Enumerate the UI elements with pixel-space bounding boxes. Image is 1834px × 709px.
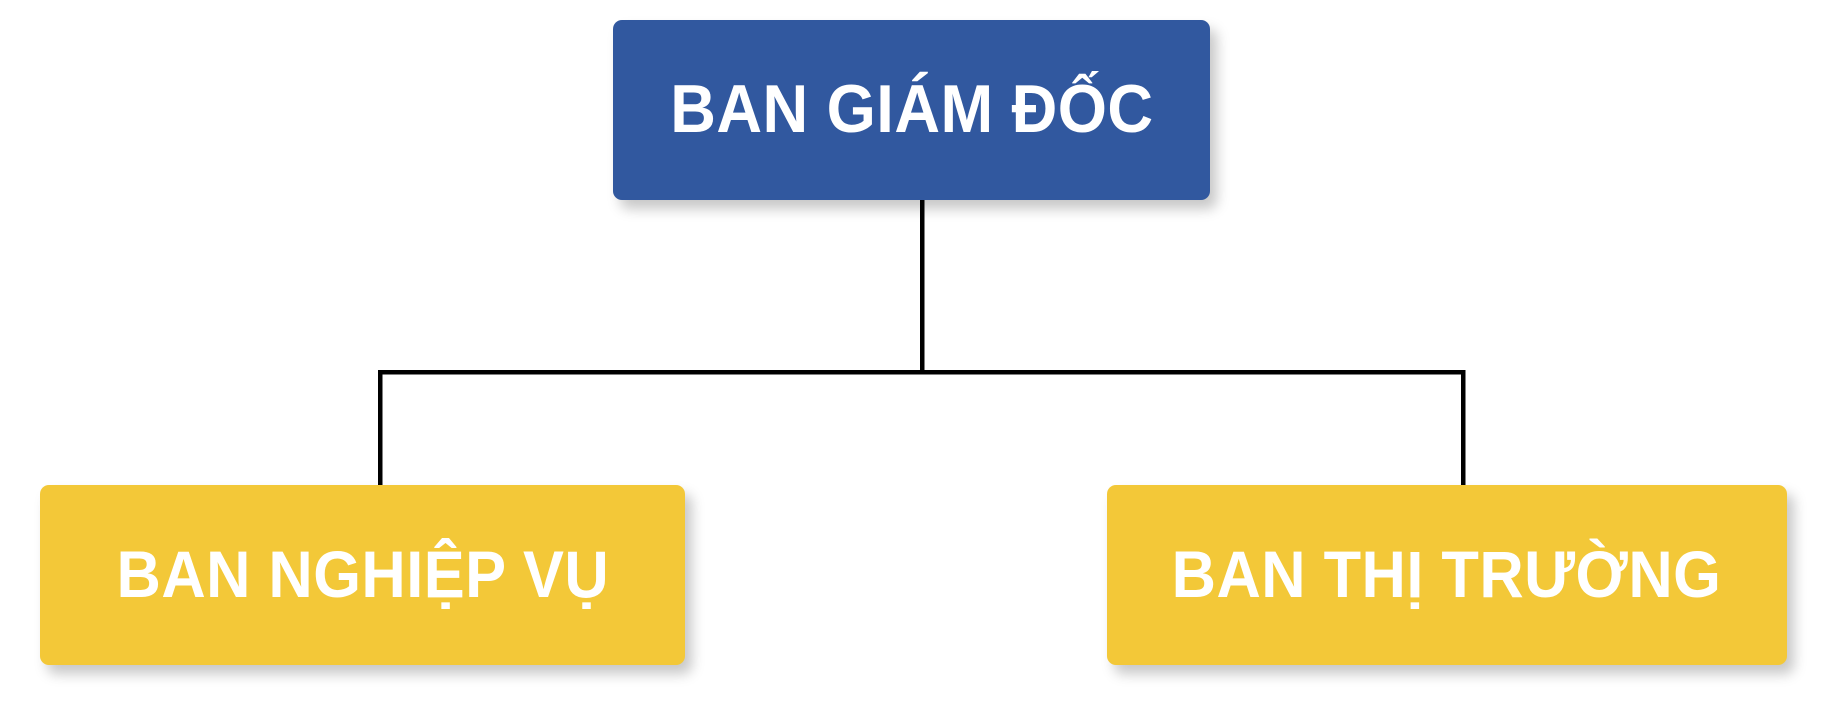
node-ban-giam-doc[interactable]: BAN GIÁM ĐỐC: [613, 20, 1210, 200]
node-ban-thi-truong[interactable]: BAN THỊ TRƯỜNG: [1107, 485, 1787, 665]
node-label-ban-nghiep-vu: BAN NGHIỆP VỤ: [116, 537, 609, 612]
node-label-ban-thi-truong: BAN THỊ TRƯỜNG: [1172, 537, 1722, 612]
node-ban-nghiep-vu[interactable]: BAN NGHIỆP VỤ: [40, 485, 685, 665]
node-label-ban-giam-doc: BAN GIÁM ĐỐC: [669, 71, 1154, 148]
